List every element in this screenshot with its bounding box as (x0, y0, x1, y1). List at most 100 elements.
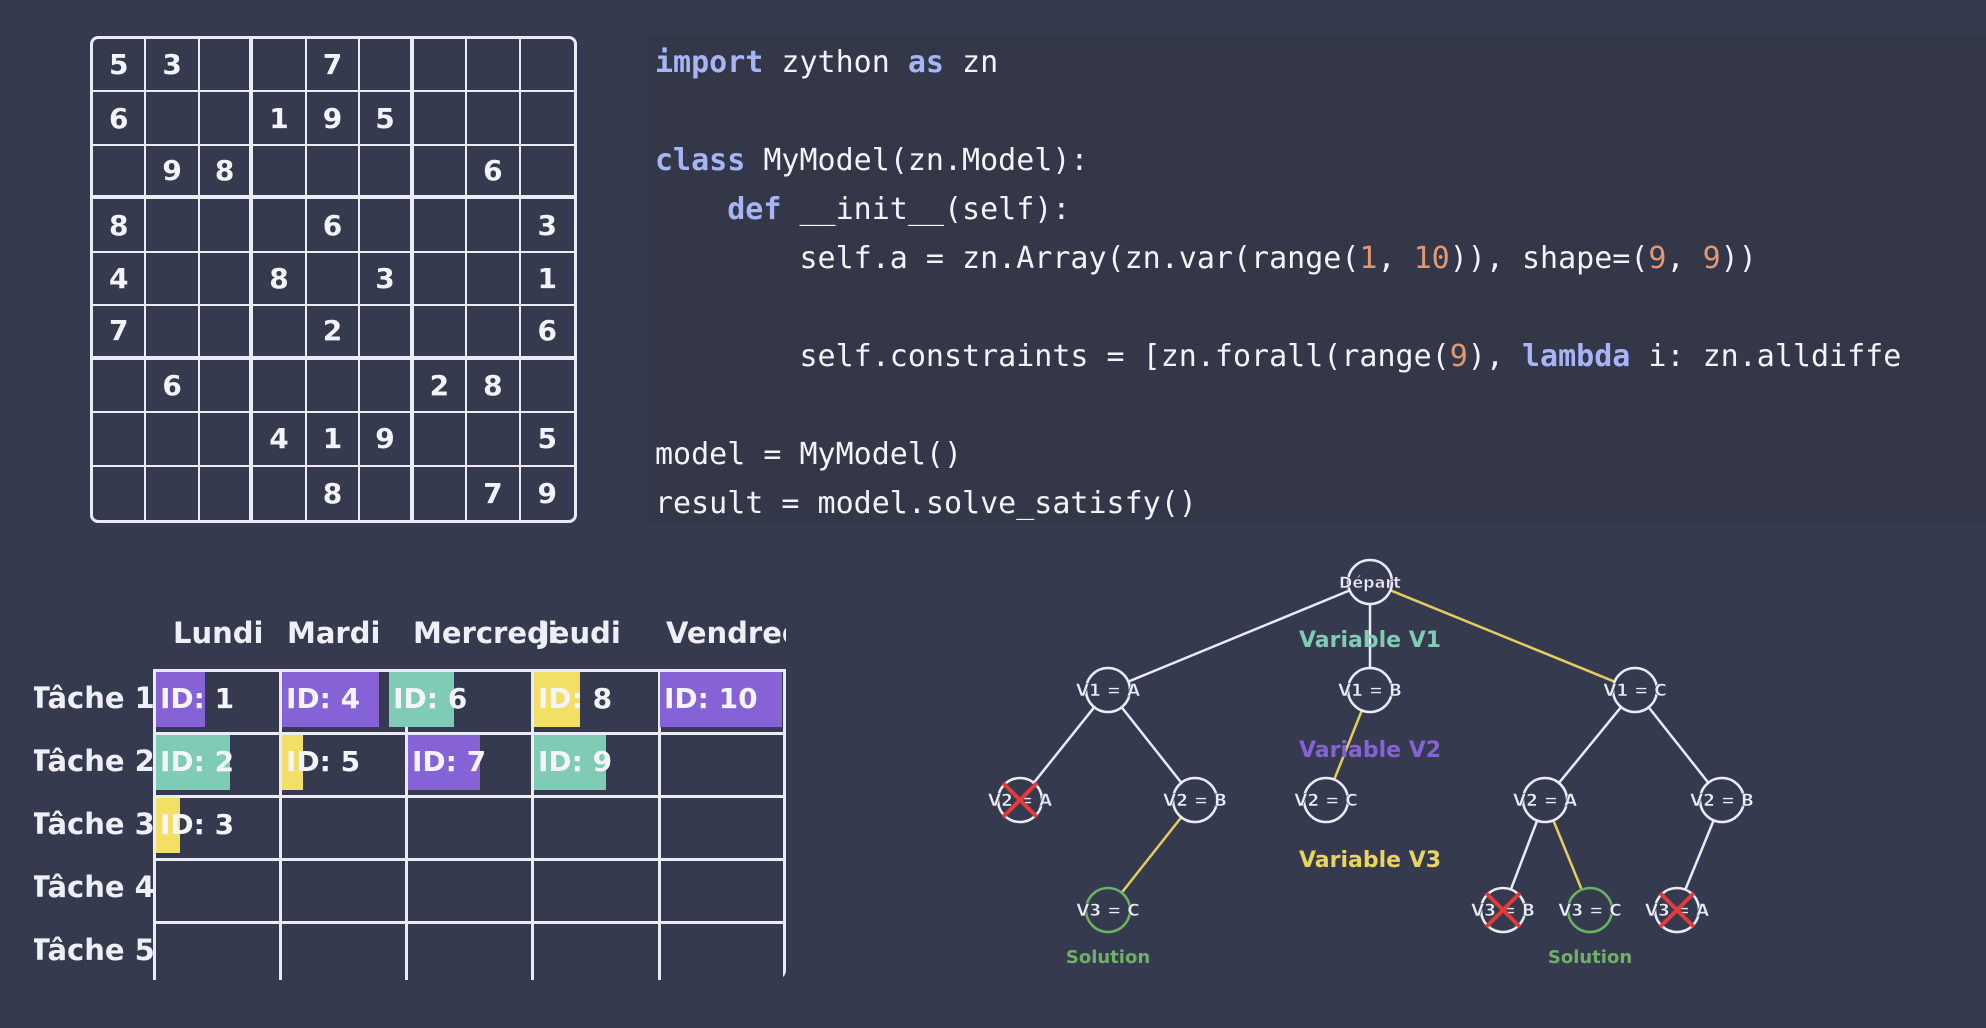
tree-node-label: V2 = B (1163, 791, 1227, 811)
code-token: , (1666, 241, 1703, 276)
code-number: 1 (1359, 241, 1378, 276)
sudoku-cell: 3 (520, 199, 574, 253)
code-line: class MyModel(zn.Model): (655, 141, 1088, 181)
sudoku-cell: 1 (520, 253, 574, 307)
sudoku-cell (467, 413, 521, 467)
tree-edge (1684, 819, 1715, 891)
timetable-gridline (153, 858, 786, 861)
code-line: model = MyModel() (655, 435, 962, 475)
sudoku-cell: 8 (93, 199, 147, 253)
task-block (156, 735, 231, 790)
timetable-task-label: Tâche 1 (34, 681, 155, 715)
timetable-gridline (153, 921, 786, 924)
sudoku-cell: 9 (537, 476, 557, 510)
timetable-gridline (153, 669, 786, 672)
sudoku-cell (413, 145, 468, 200)
sudoku-cell: 5 (93, 39, 147, 93)
sudoku-cell (467, 252, 521, 307)
code-panel: import zython as zn class MyModel(zn.Mode… (648, 36, 1986, 523)
sudoku-cell: 5 (360, 92, 414, 146)
sudoku-cell: 6 (306, 199, 361, 253)
sudoku-cell (93, 145, 147, 200)
sudoku-cell (253, 145, 307, 200)
sudoku-cell (413, 39, 468, 93)
sudoku-cell: 9 (146, 145, 200, 200)
task-block (534, 672, 581, 727)
sudoku-cell (360, 199, 414, 253)
sudoku-cell (199, 92, 254, 146)
sudoku-cell (360, 466, 414, 520)
code-token: zn (944, 45, 999, 80)
sudoku-cell (467, 39, 521, 93)
tree-edge (1120, 816, 1183, 894)
task-block-label: ID: 3 (160, 808, 235, 841)
tree-edge (1127, 589, 1351, 683)
tree-level-label: Variable V3 (1299, 848, 1441, 873)
code-keyword: def (727, 192, 782, 227)
task-block-label: ID: 5 (286, 745, 361, 778)
sudoku-cell: 9 (306, 92, 361, 146)
code-number: 9 (1648, 241, 1667, 276)
code-line: import zython as zn (655, 43, 998, 83)
sudoku-cell: 8 (199, 145, 254, 200)
tree-level-label: Variable V1 (1299, 628, 1441, 653)
sudoku-cell: 6 (93, 92, 147, 146)
sudoku-cell: 8 (467, 359, 521, 414)
sudoku-cell: 8 (253, 252, 307, 307)
solution-label: Solution (1548, 947, 1632, 968)
code-token (655, 192, 727, 227)
tree-node (1611, 666, 1659, 714)
sudoku-cell: 6 (467, 145, 521, 200)
sudoku-cell: 6 (520, 306, 574, 360)
tree-node-label: V2 = B (1690, 791, 1754, 811)
sudoku-cell (146, 413, 200, 467)
sudoku-cell (199, 252, 254, 307)
task-block-label: ID: 2 (160, 745, 235, 778)
sudoku-cell: 1 (306, 413, 361, 467)
tree-edge (1120, 706, 1183, 784)
timetable-gridline (531, 669, 534, 980)
sudoku-cell: 8 (307, 466, 361, 520)
task-block (282, 672, 379, 727)
task-block (408, 735, 480, 790)
sudoku-cell (360, 359, 414, 414)
task-block-label: ID: 8 (538, 682, 613, 715)
timetable-task-label: Tâche 4 (34, 870, 155, 904)
code-token: self.a = zn.Array(zn.var(range( (655, 241, 1360, 276)
timetable: LundiMardiMercrediJeudiVendredID: 1ID: 4… (34, 606, 786, 980)
sudoku-cell (146, 199, 200, 253)
sudoku-cell (146, 92, 200, 146)
task-block (156, 672, 205, 727)
timetable-gridline (153, 732, 786, 735)
tree-level-label: Variable V2 (1299, 738, 1441, 763)
tree-node-label: V2 = A (1513, 791, 1578, 811)
code-token: zython (763, 45, 908, 80)
task-block-label: ID: 1 (160, 682, 235, 715)
tree-edge (1032, 706, 1096, 784)
sudoku-cell (306, 252, 361, 307)
timetable-gridline (658, 669, 661, 980)
tree-node-label: V1 = C (1603, 681, 1667, 701)
timetable-gridline (153, 795, 786, 798)
task-block-label: ID: 9 (538, 745, 613, 778)
code-token: ), (1467, 339, 1522, 374)
task-block-label: ID: 7 (412, 745, 487, 778)
task-block-label: ID: 4 (286, 682, 361, 715)
sudoku-cell (146, 306, 200, 360)
tree-node (1302, 776, 1350, 824)
task-block (660, 672, 782, 727)
sudoku-cell: 3 (146, 39, 200, 93)
code-token: self.constraints = [zn.forall(range( (655, 339, 1450, 374)
sudoku-cell: 9 (360, 413, 414, 467)
sudoku-cell: 3 (360, 252, 414, 307)
sudoku-cell (146, 252, 200, 307)
tree-node (1346, 666, 1394, 714)
tree-node (1698, 776, 1746, 824)
sudoku-cell: 1 (253, 92, 307, 146)
sudoku-cell (413, 199, 468, 253)
sudoku-cell (199, 413, 254, 467)
tree-node (1084, 886, 1132, 934)
sudoku-cell (467, 199, 521, 253)
